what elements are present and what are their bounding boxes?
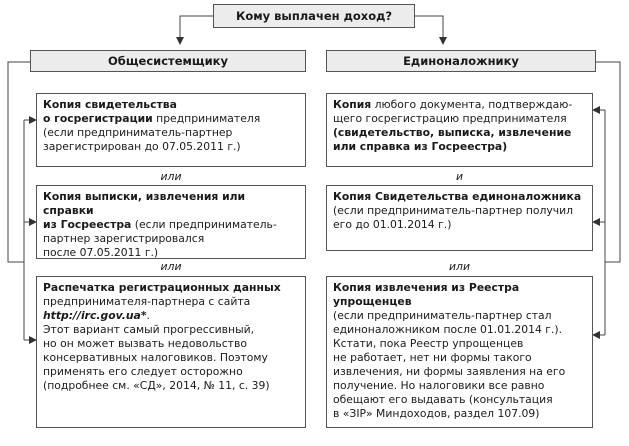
right-box3-line5: не работает, нет ни формы такого <box>333 351 532 364</box>
right-box2-line3: его до 01.01.2014 г.) <box>333 218 452 231</box>
left-header-text: Общесистемщику <box>108 54 228 68</box>
left-box2-rest2: (если предприниматель- <box>131 218 277 231</box>
left-box1-rest1: предпринимателя <box>152 112 261 125</box>
title-text: Кому выплачен доход? <box>235 9 393 23</box>
left-box3-line4: Этот вариант самый прогрессивный, <box>43 323 255 336</box>
left-box-certificate: Копия свидетельства о госрегистрации пре… <box>36 93 306 167</box>
left-box2-bold1: Копия выписки, извлечения или справки <box>43 190 246 217</box>
right-box1-line2: щего госрегистрацию предпринимателя <box>333 112 567 125</box>
left-box2-line3: партнер зарегистрировался <box>43 232 205 245</box>
right-box1-bold1: Копия <box>333 98 372 111</box>
right-box3-bold1: Копия извлечения из Реестра упрощенцев <box>333 281 520 308</box>
left-box1-line4: зарегистрирован до 07.05.2011 г.) <box>43 140 241 153</box>
right-separator-2: или <box>449 260 470 273</box>
right-header-box: Единоналожнику <box>326 50 596 72</box>
right-box3-line3: единоналожником после 01.01.2014 г.). <box>333 323 563 336</box>
left-box1-bold1: Копия свидетельства <box>43 98 177 111</box>
right-header-text: Единоналожнику <box>403 54 519 68</box>
right-box2-bold1: Копия Свидетельства единоналожника <box>333 190 582 203</box>
left-box3-line8: (подробнее см. «СД», 2014, № 11, с. 39) <box>43 379 270 392</box>
left-box3-line2: предпринимателя-партнера с сайта <box>43 295 251 308</box>
left-box1-line3: (если предприниматель-партнер <box>43 126 233 139</box>
arrow-to-right-header <box>414 15 447 45</box>
left-box3-dot: . <box>146 309 150 322</box>
right-box1-bold4: или справка из Госреестра) <box>333 140 508 153</box>
right-box-any-document: Копия любого документа, подтверждаю- щег… <box>326 93 593 167</box>
right-box3-line6: извлечения, ни формы заявления на его <box>333 365 566 378</box>
right-separator-1: и <box>455 170 464 183</box>
left-header-box: Общесистемщику <box>30 50 306 72</box>
right-box3-line8: обещают его выдавать (консультация <box>333 393 553 406</box>
arrow-to-left-header <box>176 15 213 45</box>
right-outer-bracket <box>596 61 621 263</box>
right-box2-line2: (если предприниматель-партнер получил <box>333 204 574 217</box>
right-box-single-tax-certificate: Копия Свидетельства единоналожника (если… <box>326 185 593 251</box>
left-outer-bracket <box>7 61 30 263</box>
right-box3-line9: в «ЗІР» Миндоходов, раздел 107.09) <box>333 407 540 420</box>
left-box-extract: Копия выписки, извлечения или справки из… <box>36 185 306 259</box>
right-box1-bold3: (свидетельство, выписка, извлечение <box>333 126 572 139</box>
right-box1-rest1: любого документа, подтверждаю- <box>371 98 573 111</box>
left-box3-line7: применять его следует осторожно <box>43 365 243 378</box>
right-box-register-extract: Копия извлечения из Реестра упрощенцев (… <box>326 276 593 428</box>
right-box3-line4: Кстати, пока Реестр упрощенцев <box>333 337 524 350</box>
left-box2-line4: после 07.05.2011 г.) <box>43 246 159 259</box>
left-separator-2: или <box>160 260 182 273</box>
right-box3-line2: (если предприниматель-партнер стал <box>333 309 552 322</box>
left-box3-line5: но он может вызвать недовольство <box>43 337 247 350</box>
irc-gov-link[interactable]: http://irc.gov.ua* <box>43 309 147 322</box>
left-box3-bold1: Распечатка регистрационных данных <box>43 281 281 294</box>
title-box: Кому выплачен доход? <box>213 4 415 28</box>
left-box2-bold2: из Госреестра <box>43 218 132 231</box>
left-separator-1: или <box>160 170 182 183</box>
left-box1-bold2: о госрегистрации <box>43 112 153 125</box>
left-box-printout: Распечатка регистрационных данных предпр… <box>36 276 306 428</box>
left-box3-line6: консервативных налоговиков. Поэтому <box>43 351 268 364</box>
right-box3-line7: получение. Но налоговики все равно <box>333 379 545 392</box>
